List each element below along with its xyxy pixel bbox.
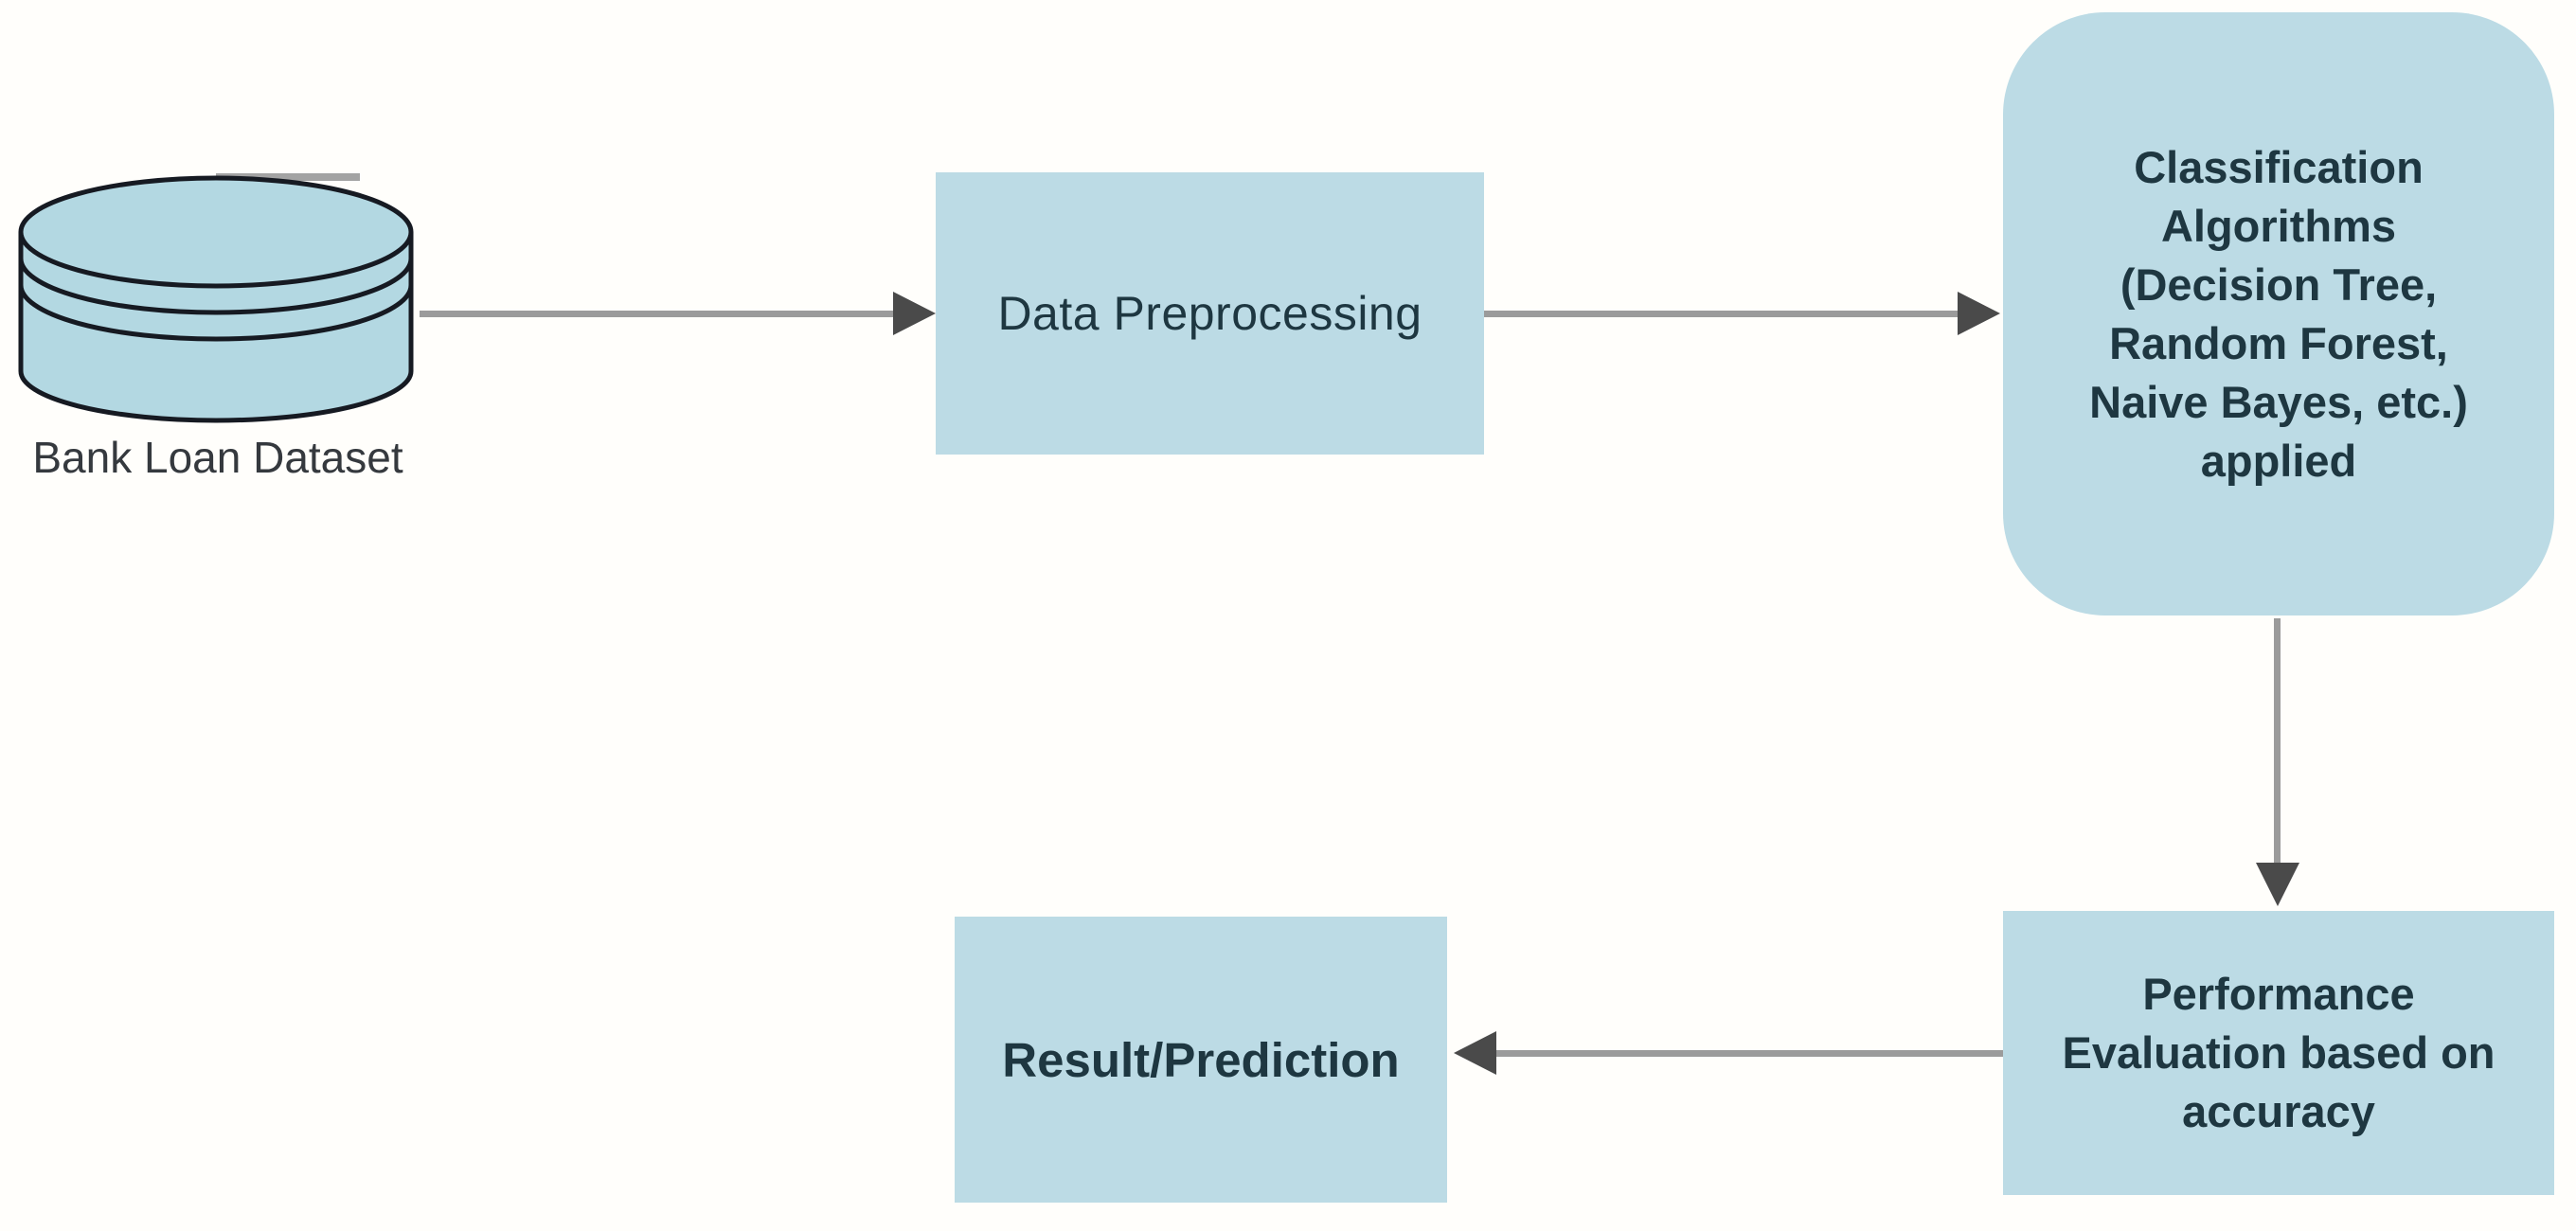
result-node-label: Result/Prediction — [1002, 1032, 1400, 1087]
arrow-preprocessing-to-classification-head-icon — [1958, 292, 2000, 335]
evaluation-node: Performance Evaluation based on accuracy — [2003, 911, 2554, 1195]
evaluation-node-label: Performance Evaluation based on accuracy — [2062, 969, 2496, 1136]
dataset-node — [11, 152, 424, 436]
cylinder-top-ellipse — [18, 175, 414, 289]
preprocessing-node: Data Preprocessing — [936, 172, 1484, 455]
arrow-classification-to-evaluation-line — [2274, 618, 2281, 865]
preprocessing-node-label: Data Preprocessing — [997, 287, 1422, 340]
arrow-preprocessing-to-classification-line — [1484, 311, 1959, 317]
dataset-caption: Bank Loan Dataset — [32, 433, 403, 482]
cylinder-top-artifact-line — [216, 173, 360, 181]
arrow-dataset-to-preprocessing-head-icon — [893, 292, 936, 335]
arrow-evaluation-to-result-line — [1494, 1050, 2003, 1057]
arrow-dataset-to-preprocessing-line — [420, 311, 895, 317]
cylinder-ring-2 — [18, 284, 414, 342]
arrow-evaluation-to-result-head-icon — [1454, 1031, 1496, 1075]
classification-node-label: Classification Algorithms (Decision Tree… — [2089, 141, 2468, 486]
result-node: Result/Prediction — [955, 917, 1447, 1203]
classification-node: Classification Algorithms (Decision Tree… — [2003, 12, 2554, 616]
database-cylinder-icon — [18, 175, 414, 423]
arrow-classification-to-evaluation-head-icon — [2256, 863, 2299, 906]
cylinder-ring-1 — [18, 258, 414, 315]
